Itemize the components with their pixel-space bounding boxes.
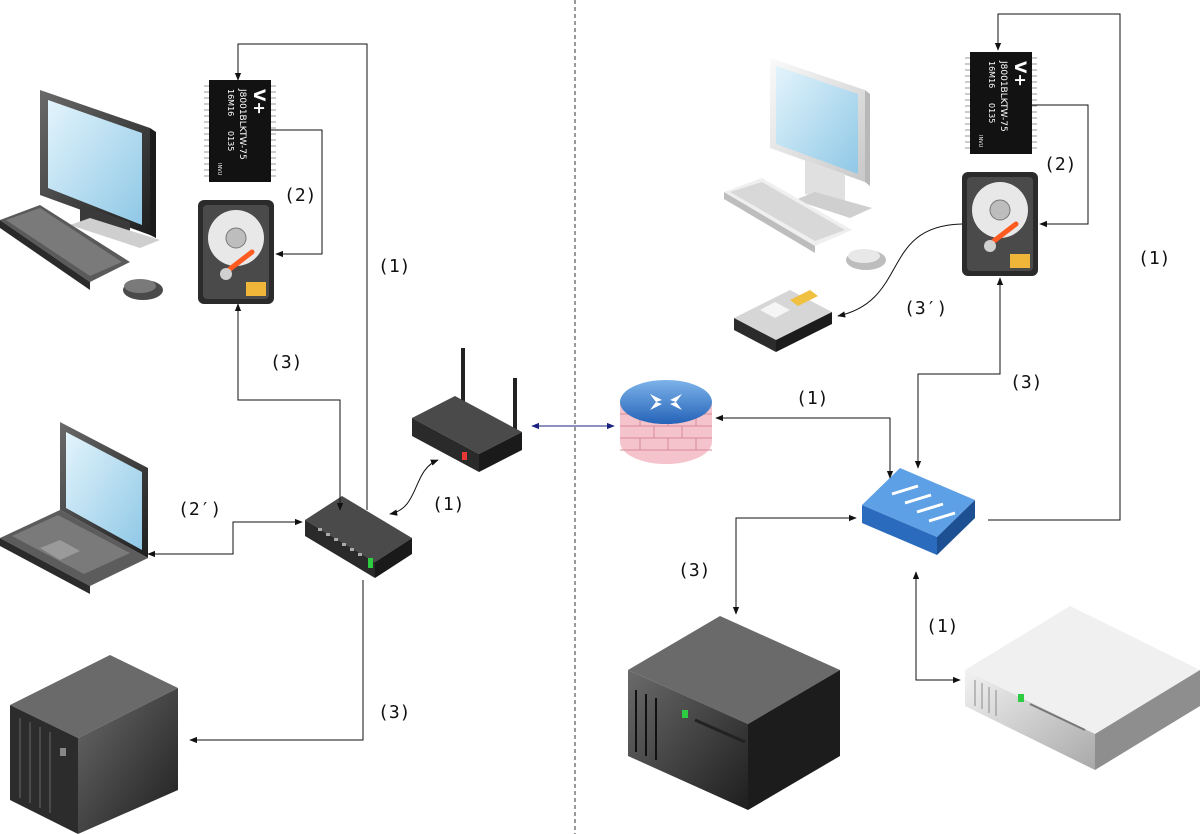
chip-brand-right: V+ <box>1011 61 1030 87</box>
mouse-left <box>123 279 163 300</box>
external-hard-drive <box>734 290 832 352</box>
label-step3-bottom-left: (3) <box>378 702 411 723</box>
label-step1-top-left: (1) <box>378 256 411 277</box>
connector-left-1-loop <box>234 43 368 510</box>
network-hub <box>305 496 412 578</box>
connector-hub-router <box>389 459 439 516</box>
tower-server <box>10 655 178 834</box>
wireless-router <box>412 348 522 472</box>
desktop-computer-left <box>40 90 160 248</box>
chip-part-right: J8001BLKTW-75 <box>998 60 1008 132</box>
ram-chip-right: V+ J8001BLKTW-75 16M16 0135 INVU <box>965 52 1037 154</box>
rack-server-light <box>965 606 1200 770</box>
connector-switch-rack-dark <box>732 514 857 615</box>
chip-tag-left: INVU <box>216 163 222 176</box>
connector-firewall-switch <box>715 414 894 479</box>
keyboard-left <box>0 205 130 290</box>
label-step3-left: (3) <box>270 352 303 373</box>
label-step3-right: (3) <box>1010 372 1043 393</box>
hard-drive-left <box>198 200 274 304</box>
label-step3-server: (3) <box>678 560 711 581</box>
chip-line2-left: 16M16 <box>226 89 235 116</box>
laptop <box>0 422 148 594</box>
chip-tag-right: INVU <box>977 135 983 148</box>
connector-left-2p <box>147 518 303 558</box>
label-step1-firewall: (1) <box>796 388 829 409</box>
mouse-right <box>846 249 886 270</box>
chip-line3-right: 0135 <box>987 103 996 123</box>
label-step1-rack: (1) <box>926 616 959 637</box>
label-step1-router: (1) <box>432 494 465 515</box>
chip-brand-left: V+ <box>250 89 269 115</box>
hard-drive-right <box>962 172 1038 276</box>
label-step2-right: (2) <box>1044 154 1077 175</box>
label-step1-right: (1) <box>1138 248 1171 269</box>
connector-right-1-loop <box>988 13 1121 521</box>
network-switch <box>862 468 975 555</box>
connector-left-3-bottom <box>189 580 364 744</box>
keyboard-right <box>724 178 852 253</box>
rack-server-dark <box>628 616 840 810</box>
desktop-computer-right <box>770 58 872 218</box>
ram-chip-left: V+ J8001BLKTW-75 16M16 0135 INVU <box>204 80 276 182</box>
connector-left-3 <box>234 303 344 511</box>
connector-right-3p <box>837 223 963 318</box>
label-step2p-left: (2′) <box>178 499 221 520</box>
connector-switch-rack-light <box>912 571 961 684</box>
connector-right-3 <box>914 277 1004 469</box>
label-step2-left: (2) <box>284 185 317 206</box>
chip-line2-right: 16M16 <box>987 61 996 88</box>
firewall-router <box>620 380 712 464</box>
connectors <box>147 13 1121 744</box>
chip-line3-left: 0135 <box>226 131 235 151</box>
label-step3p-right: (3′) <box>904 298 947 319</box>
connector-left-2 <box>271 129 323 258</box>
connector-right-2 <box>1032 104 1089 228</box>
chip-part-left: J8001BLKTW-75 <box>237 88 247 160</box>
